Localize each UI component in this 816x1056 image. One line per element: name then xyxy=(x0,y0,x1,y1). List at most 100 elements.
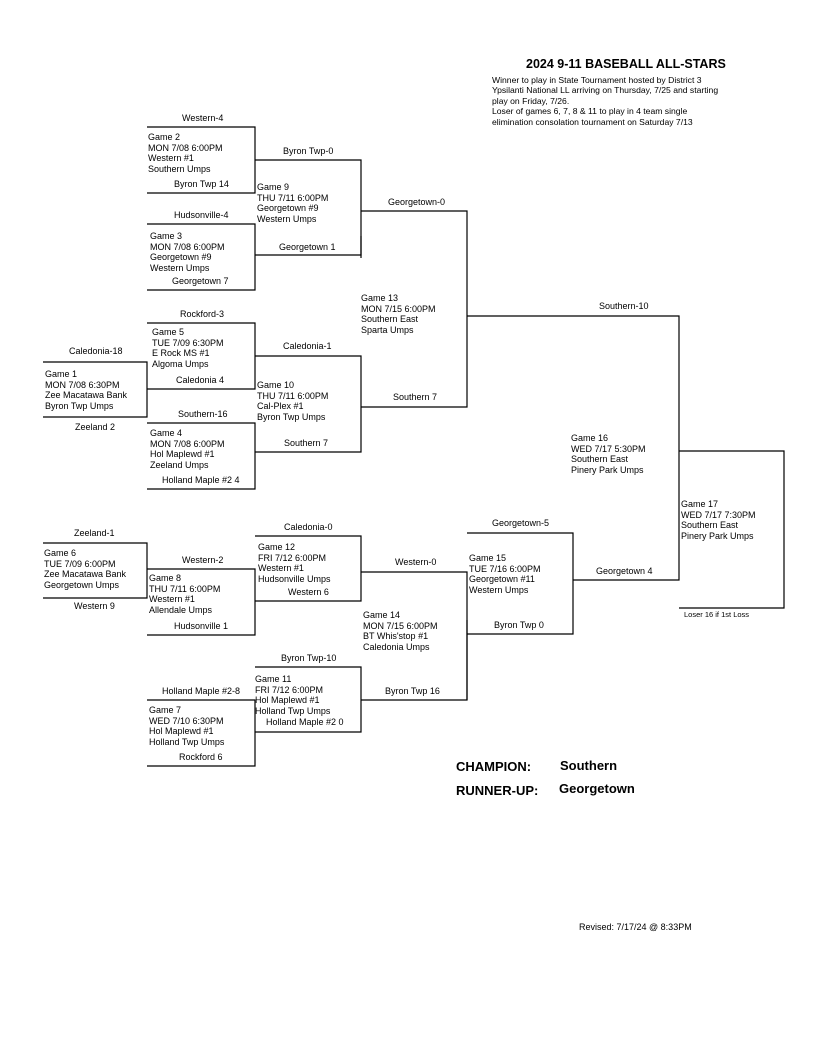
game-schedule: THU 7/11 6:00PM xyxy=(149,583,221,594)
page-title: 2024 9-11 BASEBALL ALL-STARS xyxy=(526,57,726,71)
game-schedule: WED 7/17 7:30PM xyxy=(681,509,756,520)
game-10-info: Game 10 THU 7/11 6:00PM Cal-Plex #1 Byro… xyxy=(257,380,328,423)
note-line: Ypsilanti National LL arriving on Thursd… xyxy=(492,85,719,96)
note-line: elimination consolation tournament on Sa… xyxy=(492,116,693,127)
game-schedule: THU 7/11 6:00PM xyxy=(257,390,329,401)
slot-byron-twp-0: Byron Twp-0 xyxy=(283,146,334,156)
slot-georgetown-4: Georgetown 4 xyxy=(596,566,653,576)
game-label: Game 12 xyxy=(258,542,296,552)
slot-georgetown-0: Georgetown-0 xyxy=(388,197,446,207)
game-field: Georgetown #9 xyxy=(150,252,212,263)
game-schedule: MON 7/15 6:00PM xyxy=(363,620,438,631)
game-umps: Western Umps xyxy=(257,214,317,225)
slot-hudsonville-1: Hudsonville 1 xyxy=(174,621,229,631)
game-umps: Allendale Umps xyxy=(149,605,213,616)
game-9-info: Game 9 THU 7/11 6:00PM Georgetown #9 Wes… xyxy=(257,182,328,225)
slot-byron-twp-16: Byron Twp 16 xyxy=(385,686,440,696)
game-umps: Holland Twp Umps xyxy=(149,737,225,748)
slot-southern-10: Southern-10 xyxy=(599,301,649,311)
slot-holland-maple-0: Holland Maple #2 0 xyxy=(266,717,344,727)
runnerup-label: RUNNER-UP: xyxy=(456,783,539,798)
game-label: Game 1 xyxy=(45,369,78,379)
game-label: Game 11 xyxy=(255,674,292,684)
game-label: Game 4 xyxy=(150,428,183,438)
slot-hudsonville-4: Hudsonville-4 xyxy=(174,210,229,220)
game-umps: Zeeland Umps xyxy=(150,460,209,471)
game-field: Hol Maplewd #1 xyxy=(255,695,320,706)
game-field: E Rock MS #1 xyxy=(152,348,210,359)
game-umps: Western Umps xyxy=(469,585,529,596)
slot-southern-7: Southern 7 xyxy=(284,438,329,448)
game-field: Georgetown #11 xyxy=(469,574,535,585)
game-label: Game 16 xyxy=(571,433,609,443)
game-5-info: Game 5 TUE 7/09 6:30PM E Rock MS #1 Algo… xyxy=(152,327,224,370)
game-12-info: Game 12 FRI 7/12 6:00PM Western #1 Hudso… xyxy=(258,542,331,585)
game-umps: Pinery Park Umps xyxy=(681,531,754,542)
game-2-info: Game 2 MON 7/08 6:00PM Western #1 Southe… xyxy=(148,132,223,175)
game-umps: Hudsonville Umps xyxy=(258,574,331,585)
game-3-info: Game 3 MON 7/08 6:00PM Georgetown #9 Wes… xyxy=(150,231,225,274)
game-schedule: FRI 7/12 6:00PM xyxy=(258,552,327,563)
slot-western-2: Western-2 xyxy=(182,555,224,565)
game-schedule: MON 7/08 6:00PM xyxy=(150,241,225,252)
game-label: Game 5 xyxy=(152,327,185,337)
game-4-info: Game 4 MON 7/08 6:00PM Hol Maplewd #1 Ze… xyxy=(150,428,225,471)
tournament-note: Winner to play in State Tournament hoste… xyxy=(492,75,718,127)
game-label: Game 17 xyxy=(681,499,719,509)
game-1-info: Game 1 MON 7/08 6:30PM Zee Macatawa Bank… xyxy=(45,369,127,412)
game-field: Cal-Plex #1 xyxy=(257,401,304,412)
game-umps: Pinery Park Umps xyxy=(571,465,644,476)
slot-western-4: Western-4 xyxy=(182,113,224,123)
game-schedule: MON 7/08 6:00PM xyxy=(148,142,223,153)
slot-byron-twp-10: Byron Twp-10 xyxy=(281,653,337,663)
game-umps: Southern Umps xyxy=(148,164,211,175)
slot-georgetown-1: Georgetown 1 xyxy=(279,242,336,252)
game-schedule: THU 7/11 6:00PM xyxy=(257,192,329,203)
game-schedule: MON 7/08 6:00PM xyxy=(150,438,225,449)
slot-holland-maple-8: Holland Maple #2-8 xyxy=(162,686,241,696)
game-label: Game 14 xyxy=(363,610,401,620)
game-schedule: WED 7/17 5:30PM xyxy=(571,443,646,454)
game-field: Southern East xyxy=(571,454,629,465)
note-line: Winner to play in State Tournament hoste… xyxy=(492,75,702,85)
slot-byron-twp-0-g15: Byron Twp 0 xyxy=(494,620,544,630)
slot-western-6: Western 6 xyxy=(288,587,329,597)
game-label: Game 2 xyxy=(148,132,181,142)
champion-label: CHAMPION: xyxy=(456,759,532,774)
game-schedule: MON 7/08 6:30PM xyxy=(45,379,120,390)
game-label: Game 6 xyxy=(44,548,77,558)
game-field: Zee Macatawa Bank xyxy=(45,390,128,401)
game-6-info: Game 6 TUE 7/09 6:00PM Zee Macatawa Bank… xyxy=(44,548,126,591)
slot-byron-twp-14: Byron Twp 14 xyxy=(174,179,229,189)
game-field: Zee Macatawa Bank xyxy=(44,569,127,580)
slot-caledonia-4: Caledonia 4 xyxy=(176,375,225,385)
game-schedule: TUE 7/16 6:00PM xyxy=(469,563,541,574)
game-schedule: FRI 7/12 6:00PM xyxy=(255,684,324,695)
game-schedule: MON 7/15 6:00PM xyxy=(361,303,436,314)
game-8-info: Game 8 THU 7/11 6:00PM Western #1 Allend… xyxy=(149,573,220,616)
slot-western-0: Western-0 xyxy=(395,557,437,567)
slot-caledonia-0: Caledonia-0 xyxy=(284,522,333,532)
game-umps: Holland Twp Umps xyxy=(255,706,331,717)
game-label: Game 10 xyxy=(257,380,295,390)
game-label: Game 7 xyxy=(149,705,182,715)
slot-southern-7-g13: Southern 7 xyxy=(393,392,438,402)
game-schedule: TUE 7/09 6:30PM xyxy=(152,337,224,348)
game-field: Western #1 xyxy=(148,153,194,164)
game-umps: Algoma Umps xyxy=(152,359,209,370)
loser-note: Loser 16 if 1st Loss xyxy=(684,610,750,619)
game-label: Game 3 xyxy=(150,231,183,241)
game-umps: Caledonia Umps xyxy=(363,642,430,653)
game-7-info: Game 7 WED 7/10 6:30PM Hol Maplewd #1 Ho… xyxy=(149,705,224,748)
game-field: Georgetown #9 xyxy=(257,203,319,214)
game-schedule: WED 7/10 6:30PM xyxy=(149,715,224,726)
game-15-info: Game 15 TUE 7/16 6:00PM Georgetown #11 W… xyxy=(469,553,541,596)
champion-value: Southern xyxy=(560,758,618,773)
game-label: Game 8 xyxy=(149,573,182,583)
game-field: Hol Maplewd #1 xyxy=(149,726,214,737)
game-13-info: Game 13 MON 7/15 6:00PM Southern East Sp… xyxy=(361,293,436,336)
slot-caledonia-18: Caledonia-18 xyxy=(69,346,123,356)
game-umps: Byron Twp Umps xyxy=(257,412,326,423)
slot-georgetown-7: Georgetown 7 xyxy=(172,276,229,286)
